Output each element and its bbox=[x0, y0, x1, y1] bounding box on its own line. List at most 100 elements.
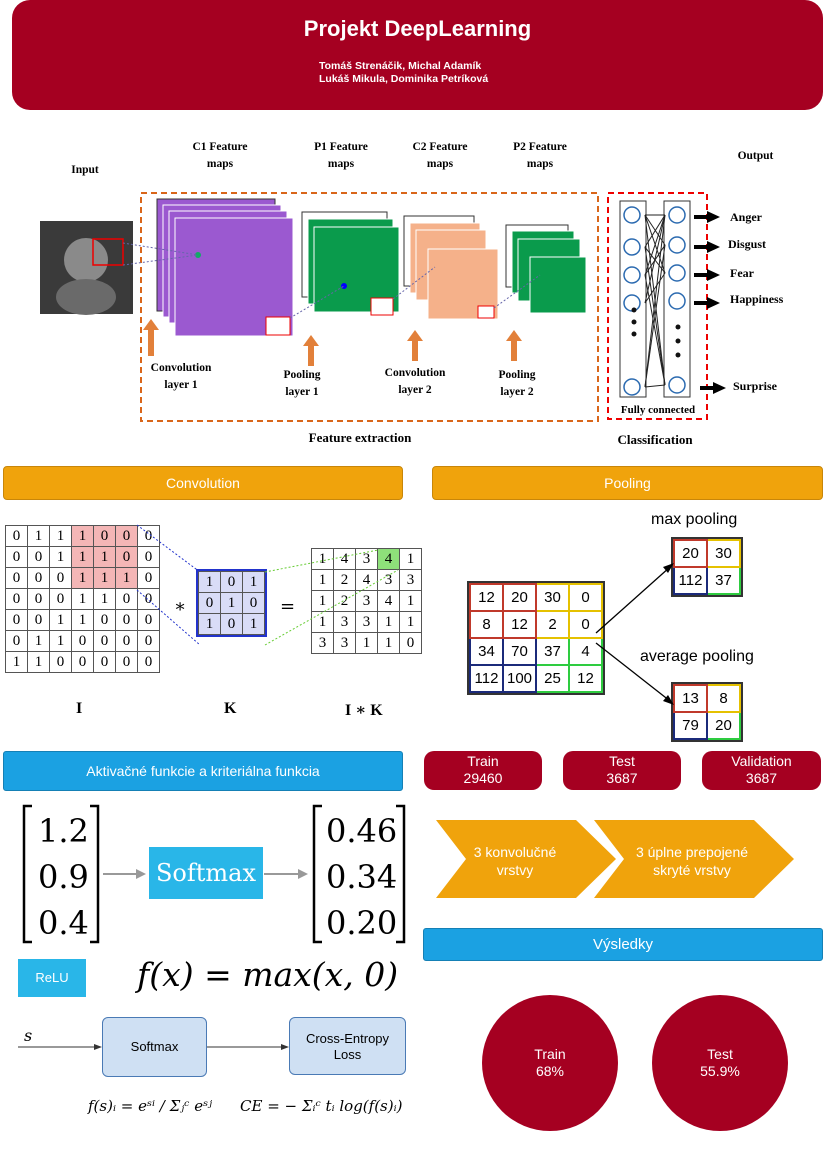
label-output: Output bbox=[737, 150, 774, 162]
matrix-I-cell: 0 bbox=[137, 651, 160, 673]
kernel-K-cell: 0 bbox=[220, 613, 243, 635]
output-arrows bbox=[694, 211, 726, 394]
max-pooling-cell: 37 bbox=[706, 566, 741, 595]
section-results: Výsledky bbox=[423, 928, 823, 961]
pooling-input-cell: 0 bbox=[568, 583, 603, 612]
op-equals: = bbox=[280, 596, 296, 617]
relu-formula: f(x) = max(x, 0) bbox=[137, 955, 399, 994]
kernel-K-cell: 1 bbox=[242, 613, 265, 635]
matrix-I-cell: 0 bbox=[115, 546, 138, 568]
class-happiness: Happiness bbox=[730, 292, 784, 306]
label-IK: I ∗ K bbox=[345, 702, 383, 719]
section-activation: Aktivačné funkcie a kriteriálna funkcia bbox=[3, 751, 403, 791]
ce-softmax-box: Softmax bbox=[102, 1017, 207, 1077]
label-input: Input bbox=[71, 164, 99, 176]
p2-feature-maps bbox=[529, 256, 587, 314]
kernel-K-cell: 0 bbox=[220, 571, 243, 593]
avg-pooling-cell: 13 bbox=[673, 684, 708, 713]
c1-feature-maps bbox=[174, 217, 294, 337]
pooling-input-cell: 0 bbox=[568, 610, 603, 639]
pooling-input-cell: 12 bbox=[469, 583, 504, 612]
avg-pooling-cell: 79 bbox=[673, 711, 708, 740]
softmax-brackets bbox=[22, 804, 406, 944]
class-disgust: Disgust bbox=[728, 237, 767, 251]
matrix-I-cell: 1 bbox=[93, 567, 116, 589]
page-title: Projekt DeepLearning bbox=[303, 16, 532, 41]
header-banner: Projekt DeepLearning Tomáš Strenáčik, Mi… bbox=[12, 0, 823, 110]
kernel-K-cell: 1 bbox=[198, 571, 221, 593]
authors-line-1: Tomáš Strenáčik, Michal Adamík bbox=[319, 60, 482, 72]
label-fully-connected: Fully connected bbox=[620, 404, 696, 416]
formula-softmax: f(s)ᵢ = eˢⁱ / Σⱼᶜ eˢʲ bbox=[88, 1097, 213, 1115]
op-multiply: ∗ bbox=[174, 596, 187, 617]
pooling-input-cell: 8 bbox=[469, 610, 504, 639]
max-pooling-cell: 20 bbox=[673, 539, 708, 568]
input-patch bbox=[92, 238, 124, 266]
pooling-input-cell: 20 bbox=[502, 583, 537, 612]
avg-pooling-label: average pooling bbox=[640, 648, 754, 665]
pooling-input-cell: 25 bbox=[535, 664, 570, 693]
result-IK-cell: 1 bbox=[399, 590, 422, 612]
layer-arrows bbox=[143, 319, 522, 366]
pooling-input-cell: 12 bbox=[568, 664, 603, 693]
matrix-I-cell: 1 bbox=[115, 567, 138, 589]
pooling-arrows bbox=[595, 563, 674, 705]
pooling-input-cell: 4 bbox=[568, 637, 603, 666]
kernel-K-cell: 1 bbox=[198, 613, 221, 635]
architecture-chevrons bbox=[436, 820, 794, 898]
pooling-input-cell: 37 bbox=[535, 637, 570, 666]
matrix-I-cell: 1 bbox=[71, 525, 94, 547]
pooling-input-cell: 112 bbox=[469, 664, 504, 693]
result-IK-cell: 0 bbox=[399, 632, 422, 654]
kernel-K-cell: 1 bbox=[242, 571, 265, 593]
ce-diagram-arrows bbox=[18, 1044, 289, 1050]
conv-connectors bbox=[136, 524, 399, 646]
cnn-graphics bbox=[40, 192, 726, 422]
avg-pooling-cell: 20 bbox=[706, 711, 741, 740]
class-surprise: Surprise bbox=[733, 379, 778, 393]
pooling-input-cell: 12 bbox=[502, 610, 537, 639]
relu-box: ReLU bbox=[18, 959, 86, 997]
authors: Tomáš Strenáčik, Michal Adamík Lukáš Mik… bbox=[319, 60, 488, 86]
pooling-input-cell: 70 bbox=[502, 637, 537, 666]
formula-cross-entropy: CE = − Σᵢᶜ tᵢ log(f(s)ᵢ) bbox=[240, 1097, 403, 1115]
matrix-I-cell: 0 bbox=[137, 525, 160, 547]
max-pooling-cell: 112 bbox=[673, 566, 708, 595]
label-I: I bbox=[76, 700, 83, 717]
kernel-K-cell: 1 bbox=[220, 592, 243, 614]
label-feature-extraction: Feature extraction bbox=[308, 430, 412, 445]
fc-neurons bbox=[623, 206, 686, 396]
pooling-input-cell: 30 bbox=[535, 583, 570, 612]
avg-pooling-cell: 8 bbox=[706, 684, 741, 713]
max-pooling-cell: 30 bbox=[706, 539, 741, 568]
matrix-I-cell: 1 bbox=[71, 546, 94, 568]
class-fear: Fear bbox=[730, 266, 754, 280]
feature-extraction-box bbox=[140, 192, 599, 422]
label-classification: Classification bbox=[617, 432, 693, 447]
matrix-I-cell: 0 bbox=[115, 525, 138, 547]
label-K: K bbox=[224, 700, 237, 717]
max-pooling-label: max pooling bbox=[651, 511, 738, 528]
